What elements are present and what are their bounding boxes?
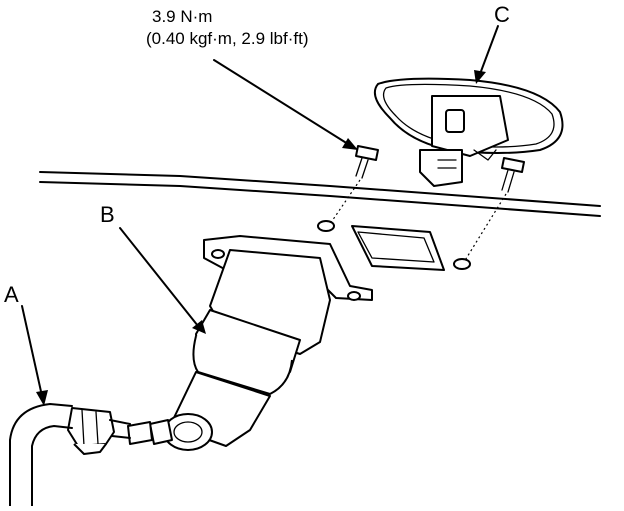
- panel-mount-holes: [317, 220, 471, 270]
- callout-label-c: C: [494, 2, 510, 27]
- screw-alignment-right: [463, 193, 507, 263]
- torque-spec-line1: 3.9 N·m: [152, 7, 213, 26]
- leader-c: [474, 25, 499, 84]
- panel-cutout: [351, 225, 445, 271]
- washer-hose: [9, 403, 131, 507]
- nozzle-body: [127, 235, 373, 451]
- leader-b: [119, 227, 206, 334]
- leader-torque: [213, 59, 358, 150]
- screw-left: [355, 145, 379, 179]
- callout-label-a: A: [4, 282, 19, 307]
- torque-spec-line2: (0.40 kgf·m, 2.9 lbf·ft): [146, 29, 309, 48]
- hose-clamp: [67, 407, 115, 455]
- body-panel-edge: [39, 171, 601, 217]
- leader-a: [21, 305, 48, 406]
- screw-right: [501, 157, 525, 193]
- callout-label-b: B: [100, 202, 115, 227]
- nozzle-cover: [374, 77, 564, 187]
- screw-alignment-left: [329, 179, 361, 225]
